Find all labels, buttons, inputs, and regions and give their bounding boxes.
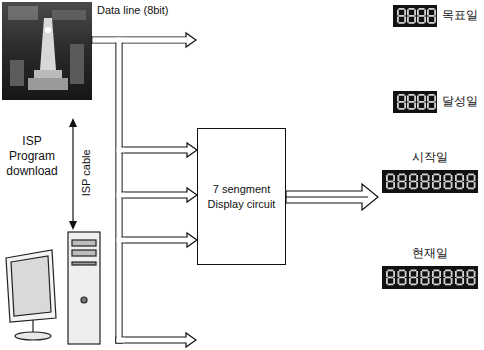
display-label: 시작일: [412, 150, 448, 165]
display-label: 현재일: [412, 246, 448, 261]
circuit-box: 7 sengment Display circuit: [197, 128, 286, 265]
display-label: 목표일: [442, 8, 478, 23]
box-text-group: 7 sengment Display circuit: [204, 182, 279, 211]
cable-label: ISP cable: [80, 149, 94, 196]
board-photo: [2, 2, 92, 100]
computer-illustration: [6, 232, 100, 344]
data-bus-arrows: [92, 33, 378, 347]
display-label: 달성일: [442, 94, 478, 109]
box-label: 7 sengment Display circuit: [204, 182, 279, 211]
arrow-center-line: [286, 197, 368, 198]
bus-label: Data line (8bit): [97, 4, 169, 18]
isp-cable-arrow: [69, 118, 77, 230]
seven-segment-displays: [382, 5, 478, 289]
isp-download-label: ISP Program download: [2, 134, 62, 179]
